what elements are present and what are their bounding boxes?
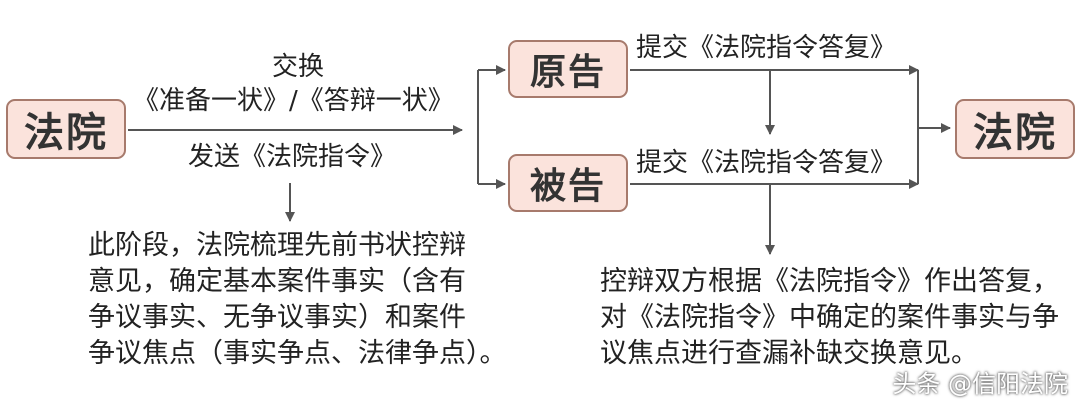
note-line: 争议事实、无争议事实）和案件 [88, 302, 466, 333]
send-instruction-label: 发送《法院指令》 [188, 142, 397, 172]
court-node-right: 法院 [955, 99, 1075, 159]
court-node-left: 法院 [6, 99, 126, 159]
exchange-label: 交换 [272, 52, 325, 82]
plaintiff-submit-label: 提交《法院指令答复》 [636, 33, 897, 63]
note-line: 控辩双方根据《法院指令》作出答复， [600, 266, 1059, 297]
note-line: 意见，确定基本案件事实（含有 [88, 266, 466, 297]
parties-response-note: 控辩双方根据《法院指令》作出答复， 对《法院指令》中确定的案件事实与争 议焦点进… [600, 264, 1059, 372]
watermark: 头条 @信阳法院 [892, 370, 1068, 398]
note-line: 争议焦点（事实争点、法律争点）。 [88, 338, 507, 369]
defendant-node: 被告 [508, 154, 628, 212]
exchange-documents-label: 《准备一状》/《答辩一状》 [133, 86, 454, 116]
note-line: 对《法院指令》中确定的案件事实与争 [600, 302, 1059, 333]
note-line: 议焦点进行查漏补缺交换意见。 [600, 338, 978, 369]
defendant-submit-label: 提交《法院指令答复》 [636, 148, 897, 178]
note-line: 此阶段，法院梳理先前书状控辩 [88, 230, 466, 261]
court-stage-note: 此阶段，法院梳理先前书状控辩 意见，确定基本案件事实（含有 争议事实、无争议事实… [88, 228, 507, 372]
plaintiff-node: 原告 [508, 40, 628, 98]
